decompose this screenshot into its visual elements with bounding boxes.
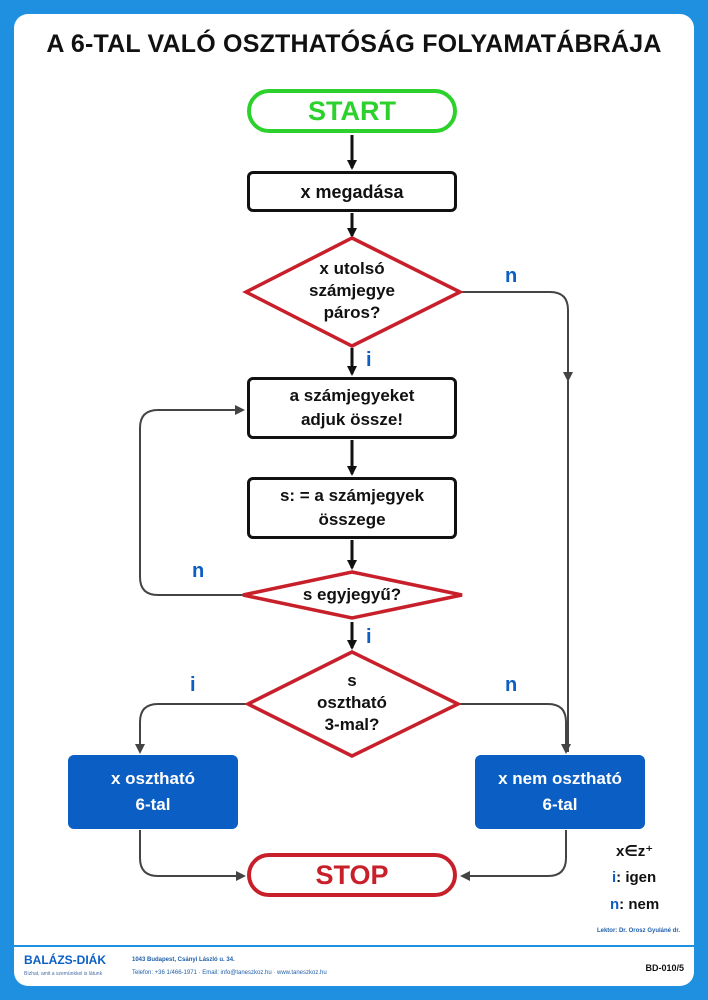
input-box: x megadása [247,171,457,212]
label-single-yes: i [366,626,372,648]
label-div3-yes: i [190,674,196,696]
label-div3-no: n [505,674,518,696]
publisher-contact: Telefon: +36 1/466-1971 · Email: info@ta… [132,970,327,976]
arrow-even-no [460,291,573,382]
label-even-yes: i [366,349,372,371]
legend-domain: x∈z⁺ [616,843,654,860]
arrow-div-no [458,703,571,754]
legend-yes-text: : igen [616,869,657,886]
footer: BALÁZS-DIÁK Bízhat, amit a szemünkkel is… [14,945,694,986]
legend-no: n: nem [610,896,659,913]
assign-sum-box: s: = a számjegyek összege [247,477,457,539]
arrow-loop-back [139,405,245,596]
decision-even-diamond [242,236,464,348]
result-not-divisible-box: x nem osztható 6-tal [475,755,645,829]
stop-terminal: STOP [247,853,457,897]
legend-yes-key: i [612,869,617,886]
product-code: BD-010/5 [645,963,684,973]
legend-yes: i: igen [612,869,656,886]
result-divisible-box: x osztható 6-tal [68,755,238,829]
publisher-tagline: Bízhat, amit a szemünkkel is látunk [24,971,103,977]
decision-even-text: x utolsó számjegye páros? [309,259,395,322]
label-single-no: n [192,560,205,582]
decision-single-digit-diamond [242,570,463,620]
arrow-left-to-stop [139,830,246,881]
decision-div3-diamond [244,650,462,758]
publisher-address: 1043 Budapest, Csányi László u. 34. [132,957,235,963]
legend-no-text: : nem [619,896,660,913]
legend-no-key: n [610,896,620,913]
publisher-logo: BALÁZS-DIÁK [24,953,106,967]
decision-div3-text: s osztható 3-mal? [317,671,387,734]
label-even-no: n [505,265,518,287]
arrow-right-to-stop [460,830,567,881]
page-title: A 6-TAL VALÓ OSZTHATÓSÁG FOLYAMATÁBRÁJA [46,30,662,58]
arrow-div-yes [135,703,248,754]
start-terminal: START [247,89,457,133]
decision-single-digit-text: s egyjegyű? [302,585,402,604]
lektor-credit: Lektor: Dr. Orosz Gyuláné dr. [596,928,680,934]
sum-digits-box: a számjegyeket adjuk össze! [247,377,457,439]
